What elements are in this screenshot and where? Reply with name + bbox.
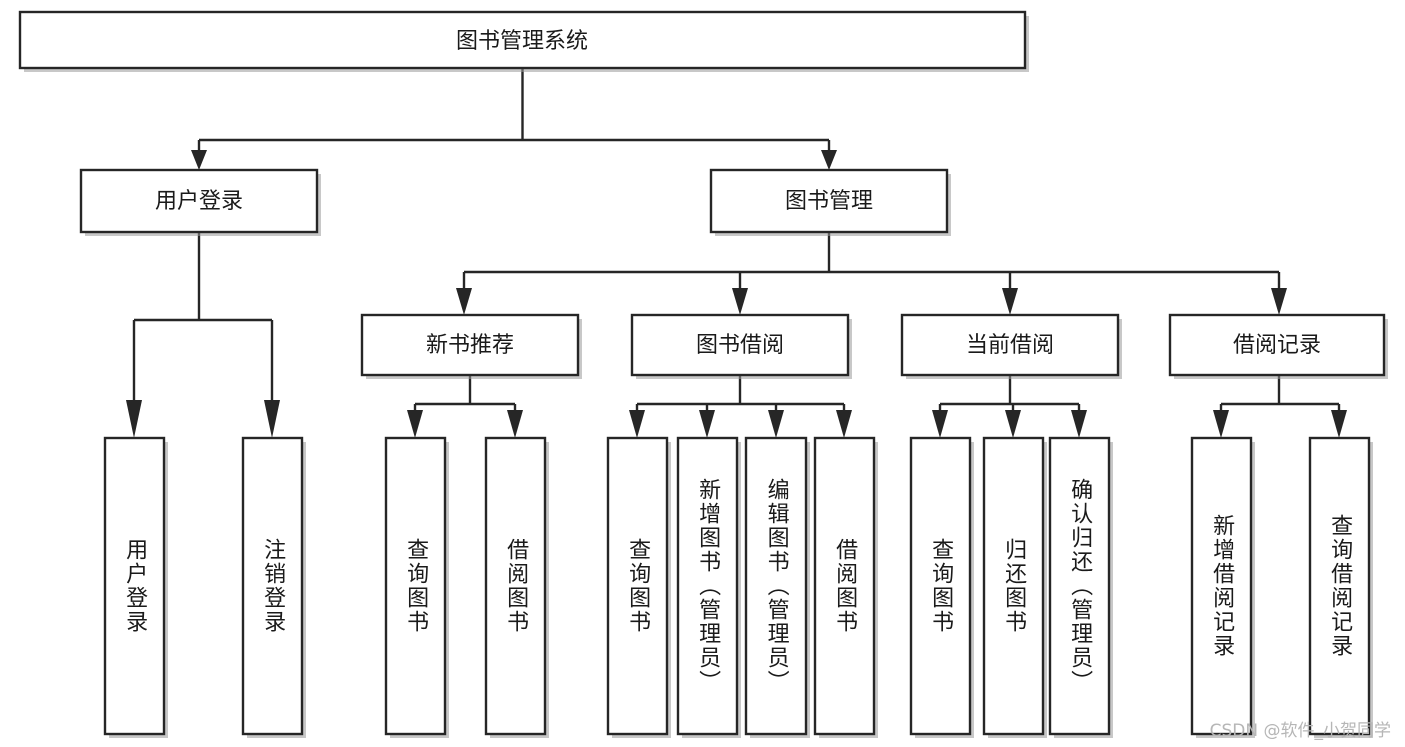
leaf-borrow-book[interactable]	[813, 436, 878, 738]
leaf-return-book[interactable]	[982, 436, 1047, 738]
node-current-borrow-label: 当前借阅	[966, 333, 1054, 358]
node-borrow-record-label: 借阅记录	[1233, 333, 1321, 358]
node-book-management-label: 图书管理	[785, 189, 873, 214]
arrow-book-borrow	[732, 288, 748, 315]
leaf-query-book-recommend[interactable]	[384, 436, 449, 738]
leaf-add-borrow-record-box[interactable]	[1190, 436, 1253, 736]
arrow-current-borrow	[1002, 288, 1018, 315]
leaf-borrow-book-box[interactable]	[813, 436, 876, 736]
node-root-box[interactable]	[18, 10, 1027, 70]
node-book-borrow-label: 图书借阅	[696, 333, 784, 358]
node-user-login-box[interactable]	[79, 168, 319, 234]
arrow-leaf-query-book-current	[932, 410, 948, 438]
leaf-confirm-return-admin[interactable]	[1048, 436, 1113, 738]
arrow-leaf-query-book-borrow	[629, 410, 645, 438]
arrow-leaf-return-book	[1005, 410, 1021, 438]
node-user-login[interactable]: 用户登录	[79, 168, 321, 236]
node-book-management-box[interactable]	[709, 168, 949, 234]
arrow-leaf-logout-login	[264, 400, 280, 438]
node-root[interactable]: 图书管理系统	[18, 10, 1029, 72]
leaf-user-login-box[interactable]	[103, 436, 166, 736]
leaf-query-book-borrow[interactable]	[606, 436, 671, 738]
leaf-edit-book-admin-box[interactable]	[744, 436, 808, 736]
leaf-query-borrow-record[interactable]	[1308, 436, 1373, 738]
node-book-borrow-box[interactable]	[630, 313, 850, 377]
arrow-leaf-add-borrow-record	[1213, 410, 1229, 438]
node-book-management[interactable]: 图书管理	[709, 168, 951, 236]
leaf-borrow-book-recommend[interactable]	[484, 436, 549, 738]
leaf-query-book-current[interactable]	[909, 436, 974, 738]
node-new-book-recommend-label: 新书推荐	[426, 333, 514, 358]
arrow-leaf-add-book-admin	[699, 410, 715, 438]
node-new-book-recommend[interactable]: 新书推荐	[360, 313, 582, 379]
leaf-edit-book-admin[interactable]	[744, 436, 810, 738]
leaf-query-book-borrow-box[interactable]	[606, 436, 669, 736]
arrow-leaf-query-book-recommend	[407, 410, 423, 438]
leaf-query-borrow-record-box[interactable]	[1308, 436, 1371, 736]
leaf-add-book-admin[interactable]	[676, 436, 741, 738]
leaf-borrow-book-recommend-box[interactable]	[484, 436, 547, 736]
arrow-to-user-login	[191, 150, 207, 170]
leaf-user-login[interactable]	[103, 436, 168, 738]
leaf-confirm-return-admin-box[interactable]	[1048, 436, 1111, 736]
arrow-leaf-query-borrow-record	[1331, 410, 1347, 438]
leaf-logout-login[interactable]	[241, 436, 306, 738]
arrow-to-book-management	[821, 150, 837, 170]
arrow-leaf-user-login	[126, 400, 142, 438]
leaf-return-book-box[interactable]	[982, 436, 1045, 736]
leaf-query-book-recommend-box[interactable]	[384, 436, 447, 736]
arrow-leaf-confirm-return-admin	[1071, 410, 1087, 438]
leaf-logout-login-box[interactable]	[241, 436, 304, 736]
node-new-book-recommend-box[interactable]	[360, 313, 580, 377]
node-borrow-record-box[interactable]	[1168, 313, 1386, 377]
connector-layer	[126, 68, 1347, 438]
arrow-new-book-recommend	[456, 288, 472, 315]
leaf-add-book-admin-box[interactable]	[676, 436, 739, 736]
node-book-borrow[interactable]: 图书借阅	[630, 313, 852, 379]
node-user-login-label: 用户登录	[155, 189, 243, 214]
arrow-leaf-edit-book-admin	[768, 410, 784, 438]
node-current-borrow[interactable]: 当前借阅	[900, 313, 1122, 379]
leaf-add-borrow-record[interactable]	[1190, 436, 1255, 738]
arrow-borrow-record	[1271, 288, 1287, 315]
leaf-node-layer	[103, 436, 1373, 738]
node-current-borrow-box[interactable]	[900, 313, 1120, 377]
node-root-label: 图书管理系统	[456, 29, 588, 54]
leaf-query-book-current-box[interactable]	[909, 436, 972, 736]
arrow-leaf-borrow-book-recommend	[507, 410, 523, 438]
node-borrow-record[interactable]: 借阅记录	[1168, 313, 1388, 379]
arrow-leaf-borrow-book	[836, 410, 852, 438]
